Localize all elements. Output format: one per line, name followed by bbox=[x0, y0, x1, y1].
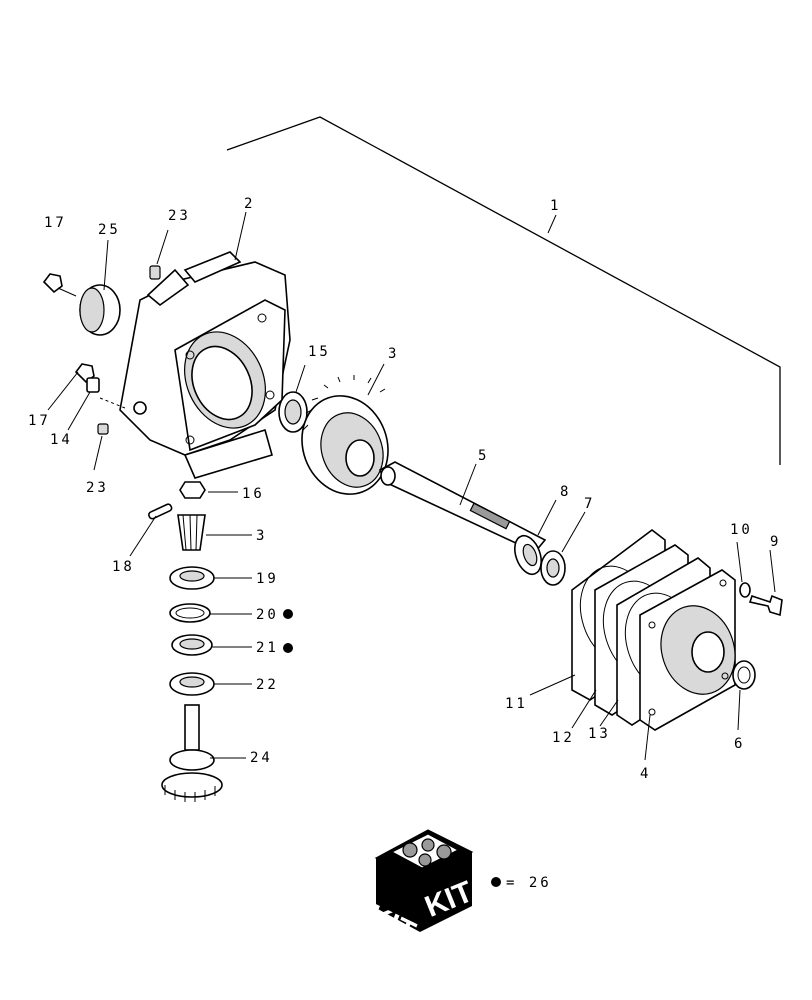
callout-5: 5 bbox=[478, 448, 489, 464]
leader-lines bbox=[47, 211, 776, 761]
snap-ring-part-20 bbox=[169, 603, 211, 623]
set-screw-23-top bbox=[149, 265, 161, 280]
kit-box-icon: KIT KIT bbox=[364, 829, 478, 950]
callout-20: 20 bbox=[256, 607, 279, 623]
callout-3-pinion: 3 bbox=[256, 528, 267, 544]
callout-17-top: 17 bbox=[44, 215, 67, 231]
kit-legend-dot bbox=[491, 877, 501, 887]
callout-13: 13 bbox=[588, 726, 611, 742]
bevel-gear-large bbox=[301, 375, 389, 495]
callout-25: 25 bbox=[98, 222, 121, 238]
callout-10: 10 bbox=[730, 522, 753, 538]
washer-part-10 bbox=[739, 582, 751, 598]
bearing-cup-part-7 bbox=[540, 550, 566, 586]
plug-part-17-top bbox=[42, 273, 63, 294]
callout-2: 2 bbox=[244, 196, 255, 212]
seal-part-6 bbox=[732, 660, 756, 690]
nut-part-16 bbox=[179, 481, 206, 499]
callout-12: 12 bbox=[552, 730, 575, 746]
callout-6: 6 bbox=[734, 736, 745, 752]
shaft-part-5 bbox=[378, 461, 547, 553]
pin-part-18 bbox=[148, 503, 173, 520]
callout-22: 22 bbox=[256, 677, 279, 693]
cap-part-25 bbox=[79, 284, 121, 336]
callout-16: 16 bbox=[242, 486, 265, 502]
callout-4: 4 bbox=[640, 766, 651, 782]
pinion-gear-small bbox=[177, 514, 206, 551]
callout-19: 19 bbox=[256, 571, 279, 587]
set-screw-23-left bbox=[97, 423, 109, 435]
bearing-part-15 bbox=[278, 391, 308, 433]
kit-dot-21 bbox=[283, 643, 293, 653]
assembly-bracket bbox=[226, 116, 781, 465]
breather-part-14 bbox=[86, 377, 126, 409]
ring-part-21 bbox=[171, 634, 213, 656]
callout-17-left: 17 bbox=[28, 413, 51, 429]
bolt-part-9 bbox=[748, 594, 783, 617]
bearing-cone-part-8 bbox=[514, 534, 542, 576]
bearing-part-19 bbox=[169, 566, 215, 590]
callout-7: 7 bbox=[584, 496, 595, 512]
cover-plate-part-4 bbox=[639, 569, 736, 731]
callout-14: 14 bbox=[50, 432, 73, 448]
callout-8: 8 bbox=[560, 484, 571, 500]
callout-11: 11 bbox=[505, 696, 528, 712]
callout-1: 1 bbox=[550, 198, 561, 214]
gearbox-housing bbox=[119, 251, 291, 479]
callout-18: 18 bbox=[112, 559, 135, 575]
kit-legend-text: = 26 bbox=[506, 875, 552, 891]
callout-3-large-gear: 3 bbox=[388, 346, 399, 362]
callout-15: 15 bbox=[308, 344, 331, 360]
callout-23-left: 23 bbox=[86, 480, 109, 496]
callout-21: 21 bbox=[256, 640, 279, 656]
bearing-part-22 bbox=[169, 672, 215, 696]
callout-9: 9 bbox=[770, 534, 781, 550]
kit-dot-20 bbox=[283, 609, 293, 619]
callout-23-top: 23 bbox=[168, 208, 191, 224]
input-shaft-part-24 bbox=[161, 704, 223, 802]
callout-24: 24 bbox=[250, 750, 273, 766]
